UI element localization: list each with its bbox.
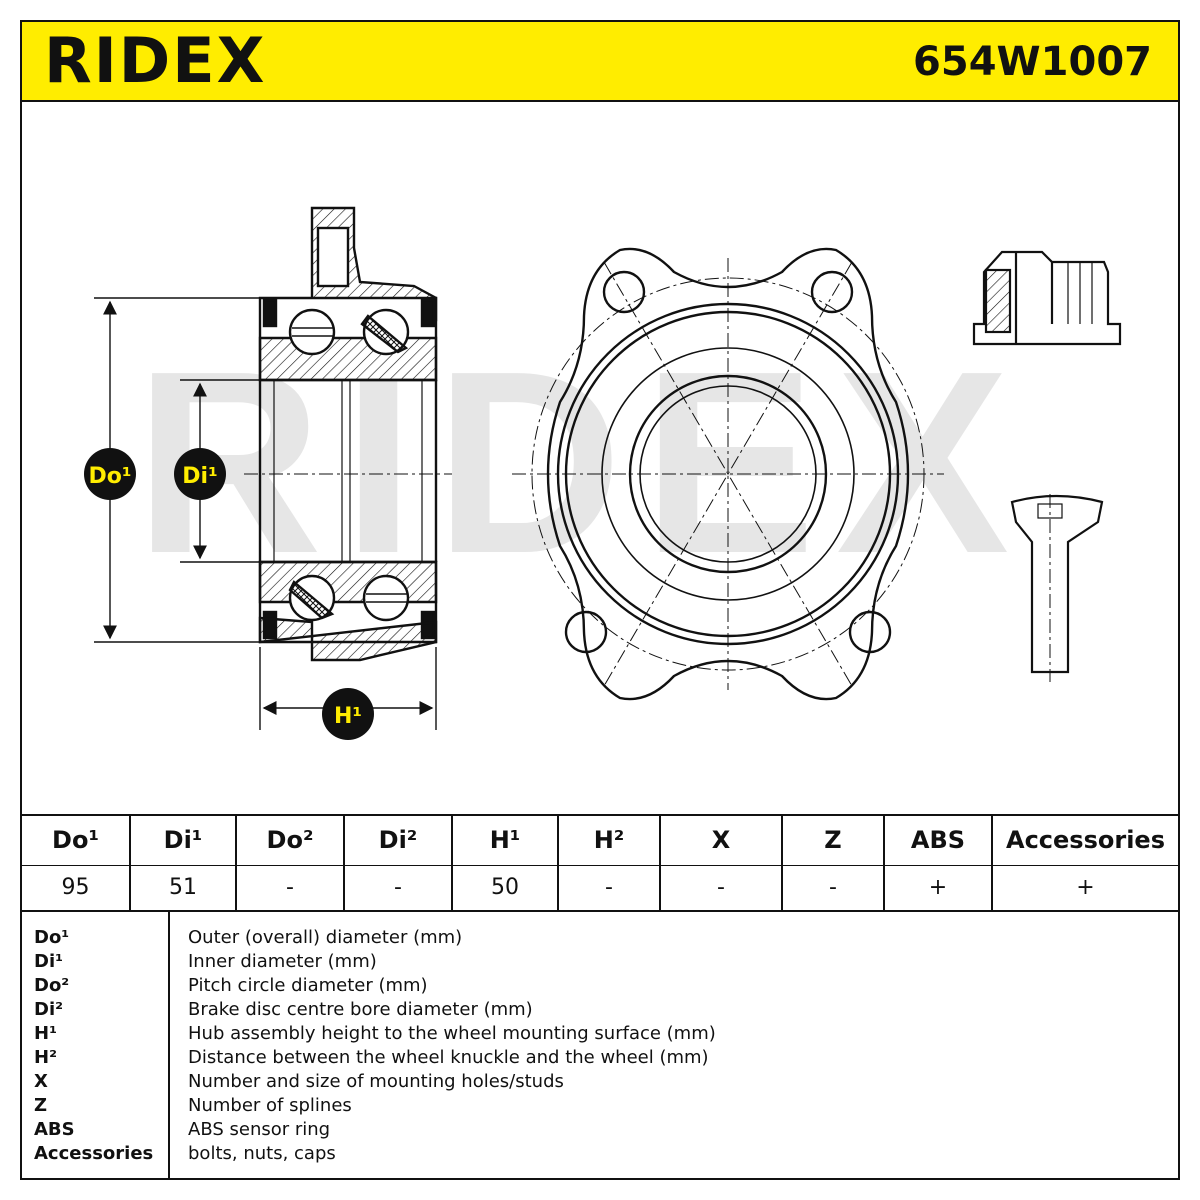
- spec-value: -: [236, 865, 345, 912]
- spec-header: Accessories: [992, 814, 1178, 866]
- badge-di1: Di¹: [174, 448, 226, 500]
- flange-bolt-icon: [1010, 494, 1104, 682]
- spec-value: -: [344, 865, 453, 912]
- badge-do1: Do¹: [84, 448, 136, 500]
- brand-logo: RIDEX: [44, 24, 267, 97]
- legend-desc: Number and size of mounting holes/studs: [188, 1071, 564, 1092]
- legend-desc: Hub assembly height to the wheel mountin…: [188, 1023, 716, 1044]
- legend-desc: Outer (overall) diameter (mm): [188, 927, 463, 948]
- spec-table: Do¹ Di¹ Do² Di² H¹ H² X Z ABS Accessorie…: [22, 814, 1178, 912]
- spec-header: Z: [782, 814, 885, 866]
- spec-value: -: [558, 865, 661, 912]
- legend-key: Do²: [34, 975, 70, 996]
- legend-desc: Pitch circle diameter (mm): [188, 975, 428, 996]
- badge-h1: H¹: [322, 688, 374, 740]
- spec-value: -: [660, 865, 783, 912]
- legend-key: Di²: [34, 999, 63, 1020]
- datasheet-frame: RIDEX 654W1007 RIDEX: [20, 20, 1180, 1180]
- legend: Do¹ Di¹ Do² Di² H¹ H² X Z ABS Accessorie…: [22, 912, 1178, 1178]
- legend-desc: ABS sensor ring: [188, 1119, 331, 1140]
- legend-keys: Do¹ Di¹ Do² Di² H¹ H² X Z ABS Accessorie…: [34, 926, 153, 1166]
- label-di1: Di¹: [182, 464, 217, 489]
- spec-value: +: [884, 865, 993, 912]
- label-do1: Do¹: [88, 464, 131, 489]
- spec-value-row: 95 51 - - 50 - - - + +: [22, 865, 1178, 912]
- legend-descriptions: Outer (overall) diameter (mm) Inner diam…: [188, 926, 716, 1166]
- header-bar: RIDEX 654W1007: [22, 22, 1178, 102]
- spec-header: Di²: [344, 814, 453, 866]
- wheel-bearing-section-icon: [244, 206, 452, 662]
- legend-desc: bolts, nuts, caps: [188, 1143, 336, 1164]
- label-h1: H¹: [334, 704, 362, 729]
- legend-key: Accessories: [34, 1143, 154, 1164]
- spec-header: X: [660, 814, 783, 866]
- hub-flange-icon: [512, 247, 944, 701]
- spec-value: 95: [22, 865, 131, 912]
- spec-header: Di¹: [130, 814, 237, 866]
- legend-desc: Distance between the wheel knuckle and t…: [188, 1047, 709, 1068]
- spec-value: +: [992, 865, 1178, 912]
- legend-key: H¹: [34, 1023, 57, 1044]
- legend-key: H²: [34, 1047, 57, 1068]
- technical-drawing: RIDEX: [84, 206, 1122, 740]
- spec-header: H²: [558, 814, 661, 866]
- legend-key: Di¹: [34, 951, 63, 972]
- spec-value: 50: [452, 865, 559, 912]
- spec-header: H¹: [452, 814, 559, 866]
- spec-value: -: [782, 865, 885, 912]
- spec-header: Do¹: [22, 814, 131, 866]
- legend-desc: Number of splines: [188, 1095, 352, 1116]
- part-number: 654W1007: [913, 39, 1152, 85]
- legend-desc: Brake disc centre bore diameter (mm): [188, 999, 533, 1020]
- legend-key: X: [34, 1071, 48, 1092]
- axle-nut-icon: [972, 250, 1122, 346]
- spec-value: 51: [130, 865, 237, 912]
- legend-desc: Inner diameter (mm): [188, 951, 377, 972]
- spec-header: Do²: [236, 814, 345, 866]
- spec-header: ABS: [884, 814, 993, 866]
- spec-header-row: Do¹ Di¹ Do² Di² H¹ H² X Z ABS Accessorie…: [22, 814, 1178, 866]
- legend-key: Do¹: [34, 927, 70, 948]
- legend-divider: [168, 912, 170, 1178]
- legend-key: Z: [34, 1095, 48, 1116]
- legend-key: ABS: [34, 1119, 75, 1140]
